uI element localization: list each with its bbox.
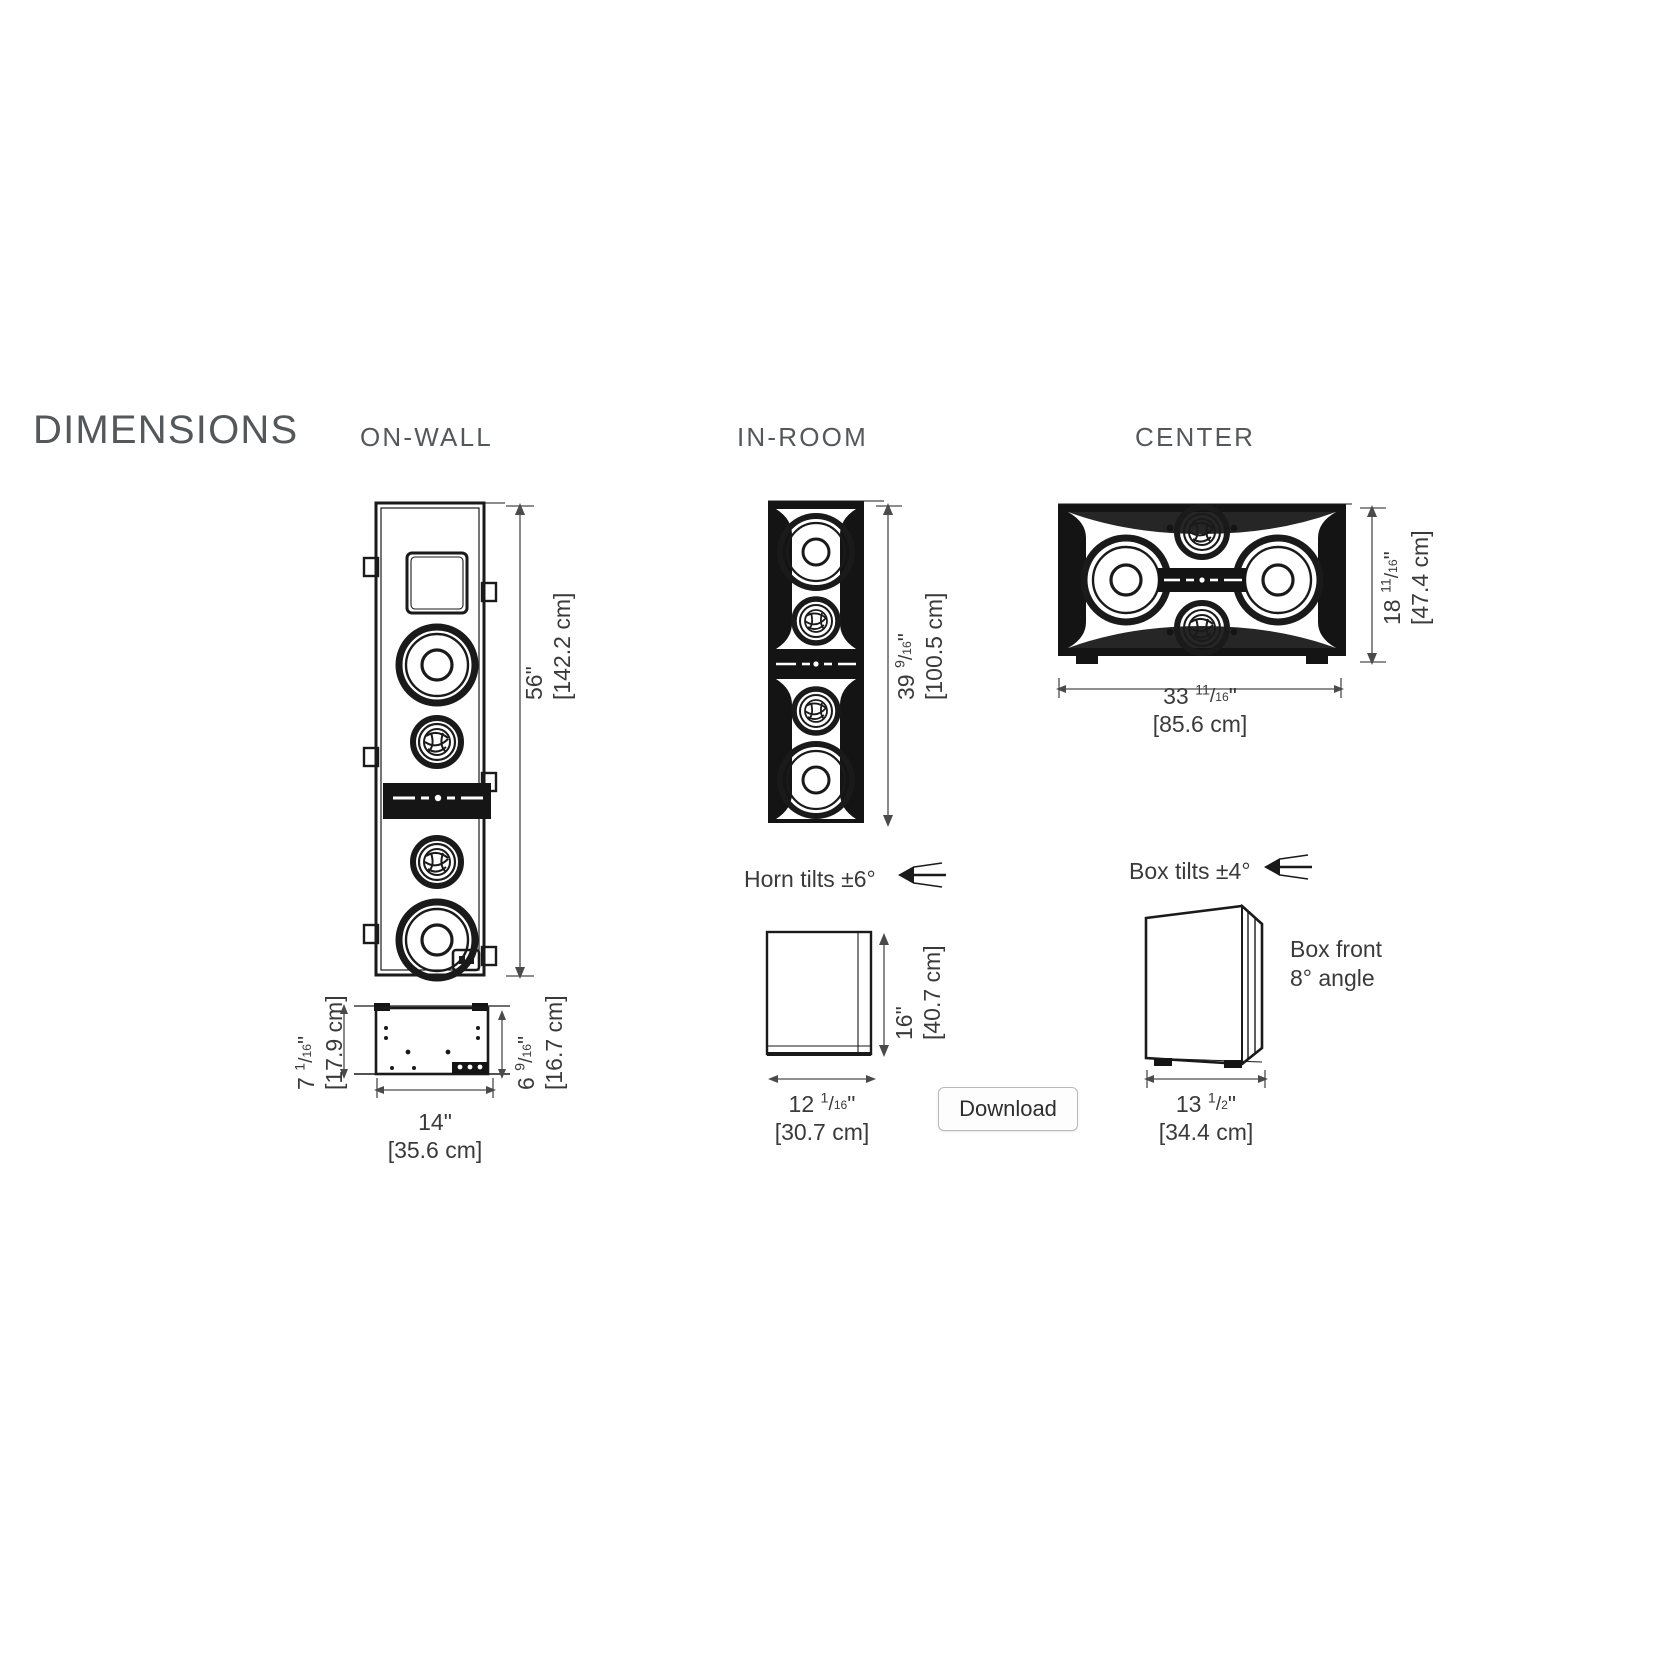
in-room-side-depth-label: 12 1/16" [30.7 cm] [742,1090,902,1147]
on-wall-depth-outer-label: 7 1/16" [17.9 cm] [292,995,349,1090]
in-room-side-drawing [762,928,882,1068]
column-heading-center: CENTER [1135,422,1256,452]
on-wall-section-drawing [352,1000,512,1086]
in-room-front-drawing [760,495,890,830]
center-width-dimension-line [1052,678,1348,700]
in-room-side-height-dimension-line [868,930,904,1060]
in-room-side-depth-dimension-line [764,1068,880,1090]
in-room-height-dimension-line [872,500,908,830]
in-room-side-depth-value: 12 1/16" [788,1091,856,1117]
horn-tilt-note: Horn tilts ±6° [744,866,876,892]
center-height-dimension-line [1358,502,1392,668]
in-room-height-metric: [100.5 cm] [921,592,948,700]
on-wall-width-value: 14" [418,1109,452,1135]
in-room-side-height-metric: [40.7 cm] [919,945,946,1040]
on-wall-width-dimension-line [370,1078,500,1102]
horn-tilt-arrow-icon [896,858,948,892]
center-side-angle-drawing [1138,900,1278,1078]
center-height-label: 18 11/16" [47.4 cm] [1378,530,1435,625]
center-height-value: 18 11/16" [1379,551,1405,625]
on-wall-depth-outer-metric: [17.9 cm] [321,995,348,1090]
box-tilt-note: Box tilts ±4° [1129,858,1251,884]
on-wall-depth-inner-label: 6 9/16" [16.7 cm] [512,995,569,1090]
on-wall-width-label: 14" [35.6 cm] [355,1108,515,1164]
column-heading-on-wall: ON-WALL [360,422,493,452]
center-side-depth-metric: [34.4 cm] [1158,1119,1254,1146]
center-width-metric: [85.6 cm] [1152,711,1248,738]
box-front-angle-note: Box front 8° angle [1290,935,1382,993]
on-wall-depth-inner-value: 6 9/16" [513,1035,539,1090]
box-front-angle-line2: 8° angle [1290,964,1375,991]
center-side-depth-label: 13 1/2" [34.4 cm] [1124,1090,1288,1147]
download-button-label: Download [959,1096,1057,1121]
in-room-side-height-label: 16" [40.7 cm] [890,945,946,1040]
center-height-metric: [47.4 cm] [1407,530,1434,625]
on-wall-front-drawing [355,495,535,985]
in-room-side-depth-metric: [30.7 cm] [774,1119,870,1146]
in-room-side-height-value: 16" [891,1006,917,1040]
on-wall-height-metric: [142.2 cm] [549,592,576,700]
column-heading-in-room: IN-ROOM [737,422,868,452]
center-side-depth-value: 13 1/2" [1175,1091,1237,1117]
center-width-label: 33 11/16" [85.6 cm] [1080,682,1320,739]
on-wall-height-label: 56" [142.2 cm] [520,593,576,700]
center-front-drawing [1052,498,1352,673]
download-button[interactable]: Download [938,1087,1078,1131]
box-front-angle-line1: Box front [1290,936,1383,962]
on-wall-depth-outer-dimension-line [330,1000,354,1082]
in-room-height-value: 39 9/16" [893,633,919,700]
page-title: DIMENSIONS [33,408,299,452]
on-wall-height-dimension-line [500,500,540,982]
in-room-height-label: 39 9/16" [100.5 cm] [892,593,949,700]
on-wall-depth-inner-metric: [16.7 cm] [541,995,568,1090]
on-wall-width-metric: [35.6 cm] [387,1137,483,1164]
on-wall-depth-outer-value: 7 1/16" [293,1035,319,1090]
center-side-depth-dimension-line [1140,1068,1272,1090]
on-wall-height-value: 56" [521,666,547,700]
on-wall-depth-inner-dimension-line [492,1006,516,1082]
box-tilt-arrow-icon [1262,850,1314,884]
center-width-value: 33 11/16" [1163,683,1237,709]
